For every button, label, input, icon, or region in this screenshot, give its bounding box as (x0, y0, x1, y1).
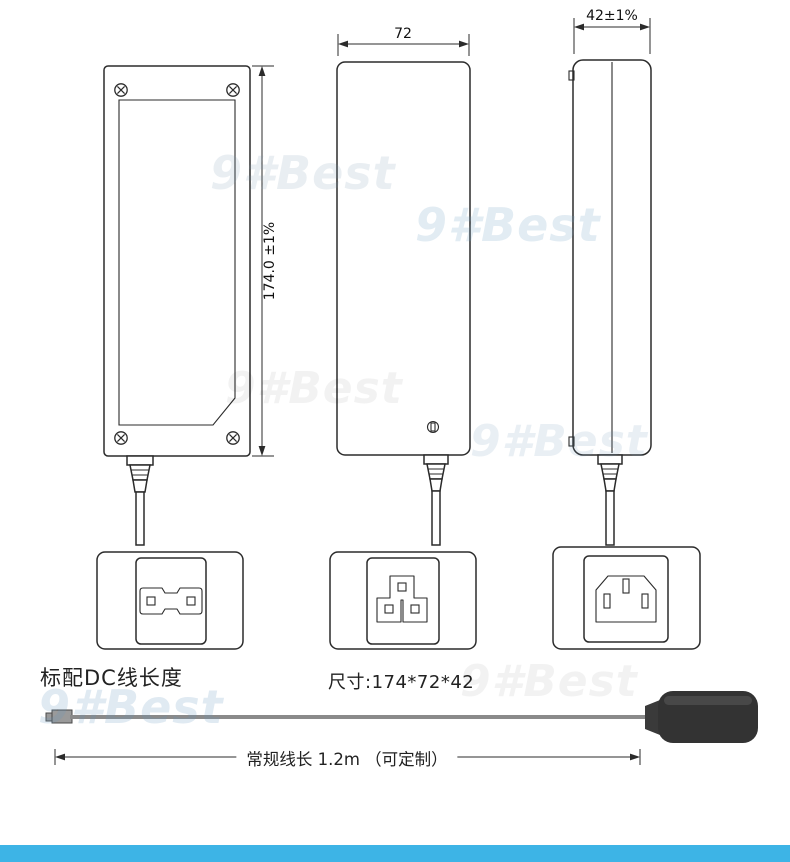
dc-cable-length-title: 标配DC线长度 (40, 666, 183, 690)
side-view (568, 59, 652, 546)
dc-plug (645, 691, 758, 743)
strain-relief-and-wire (597, 454, 623, 546)
cable-length-label: 常规线长 1.2m （可定制） (236, 746, 458, 770)
dc-cable-drawing (45, 691, 758, 743)
ac-inlet-c14-view (552, 546, 701, 650)
ac-inlet-c6-view (329, 551, 477, 650)
screw-icon (226, 431, 240, 445)
dc-connector-end (51, 709, 73, 724)
strain-relief-and-wire (423, 454, 449, 546)
strain-relief-and-wire (126, 455, 154, 546)
back-view (336, 61, 471, 546)
size-label: 尺寸:174*72*42 (328, 672, 475, 693)
screw-icon (114, 431, 128, 445)
screw-icon (114, 83, 128, 97)
footer-accent-bar (0, 845, 790, 862)
width-dimension-label: 72 (394, 26, 412, 42)
screw-hole-icon (426, 420, 440, 434)
depth-dimension: 42±1% (573, 8, 651, 54)
front-view (103, 65, 251, 546)
cable-line (70, 715, 648, 719)
height-dimension: 174.0 ±1% (252, 65, 278, 457)
depth-dimension-label: 42±1% (586, 8, 638, 24)
width-dimension: 72 (337, 26, 470, 56)
screw-icon (226, 83, 240, 97)
ac-inlet-c8-view (96, 551, 244, 650)
height-dimension-label: 174.0 ±1% (262, 222, 278, 300)
